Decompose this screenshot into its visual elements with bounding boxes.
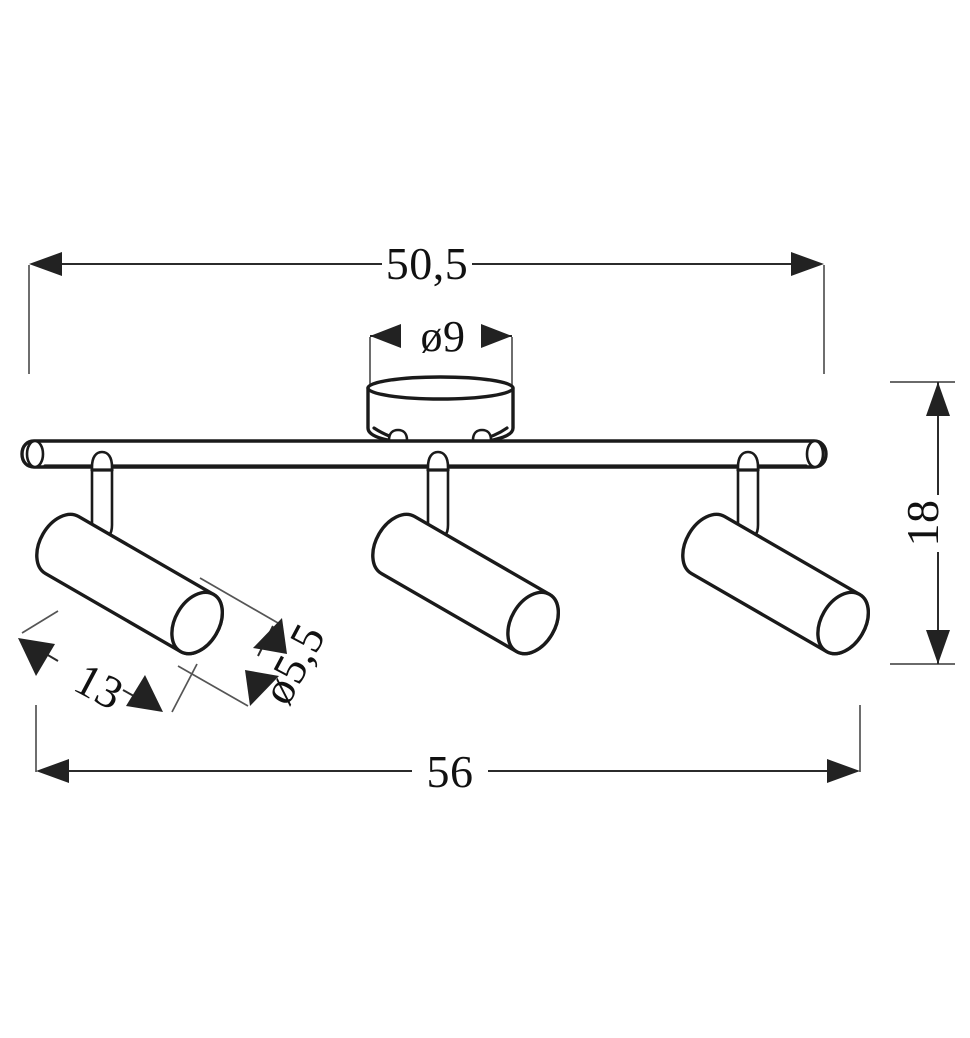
spotlight-head-center	[371, 512, 561, 656]
arrow-left	[370, 324, 401, 348]
dimension-label-overall-width: 50,5	[386, 238, 469, 289]
dimension-overall-span: 56	[35, 705, 861, 797]
arrow-lower	[245, 670, 279, 706]
extension-tick-right	[171, 663, 198, 713]
arrow-top	[926, 382, 950, 416]
head-aperture-center	[506, 590, 561, 656]
arrow-upper	[253, 618, 287, 654]
dimension-label-head-length: 13	[67, 653, 132, 720]
rail-end-cap-right	[805, 439, 825, 469]
canopy-top-ellipse	[366, 375, 515, 401]
spotlight-head-left	[35, 512, 225, 656]
dimension-overall-width: 50,5	[28, 238, 825, 374]
extension-tick-left	[21, 610, 59, 634]
extension-line-lower	[177, 665, 249, 707]
rail-tube-body	[20, 439, 828, 469]
dimension-canopy-diameter: ø9	[369, 312, 513, 392]
dimension-label-canopy-diameter: ø9	[421, 312, 466, 361]
spotlight-head-right	[681, 512, 871, 656]
dimension-label-drop-height: 18	[897, 500, 948, 547]
dimension-label-overall-span: 56	[427, 746, 474, 797]
head-aperture-left	[170, 590, 225, 656]
horizontal-rail	[20, 439, 828, 469]
head-aperture-right	[816, 590, 871, 656]
dimension-label-head-diameter: ø5,5	[251, 615, 335, 712]
arrow-left	[29, 252, 62, 276]
arrow-start	[18, 638, 55, 676]
arrow-left	[36, 759, 69, 783]
spotlight-assembly-left	[35, 450, 225, 656]
arrow-right	[827, 759, 860, 783]
ceiling-mount-canopy	[366, 375, 515, 452]
rail-end-cap-left	[25, 439, 45, 469]
spotlight-assembly-right	[681, 450, 871, 656]
dimension-drop-height: 18	[890, 381, 955, 665]
arrow-bottom	[926, 630, 950, 664]
arrow-right	[791, 252, 824, 276]
spotlight-assembly-center	[371, 450, 561, 656]
arrow-right	[481, 324, 512, 348]
arrow-end	[126, 675, 163, 712]
extension-line-upper	[199, 577, 279, 624]
